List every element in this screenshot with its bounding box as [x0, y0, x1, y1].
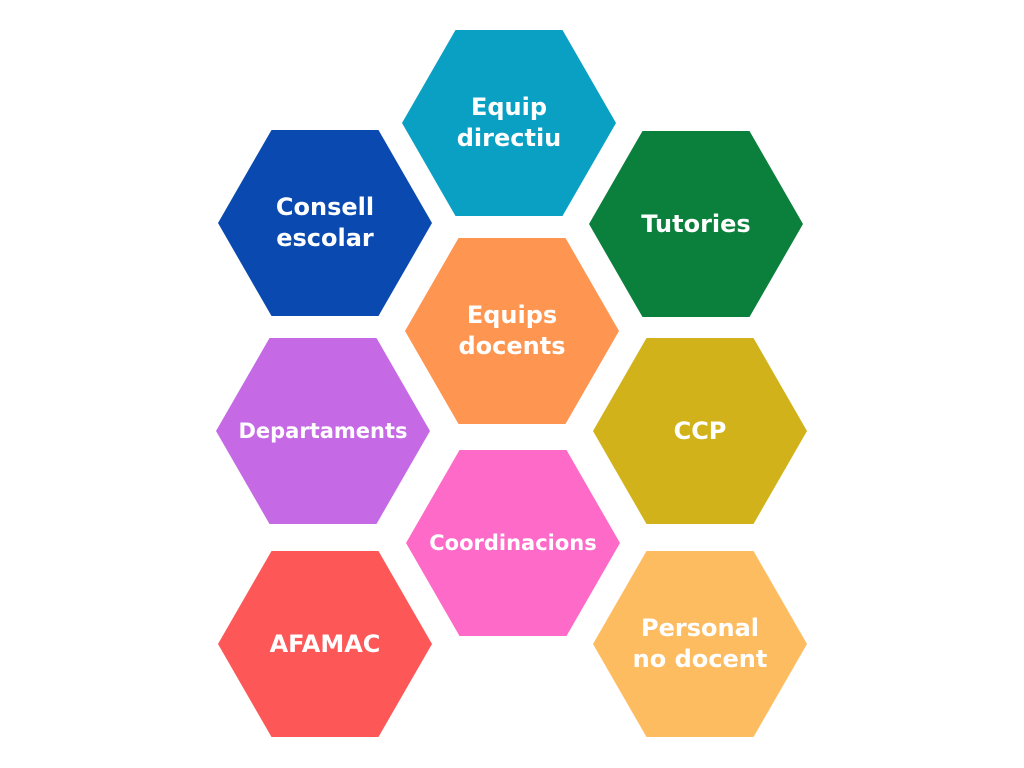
hexagon-equip-directiu[interactable]: Equip directiu	[402, 30, 616, 216]
hexagon-label: Coordinacions	[429, 530, 597, 555]
hexagon-afamac[interactable]: AFAMAC	[218, 551, 432, 737]
hexagon-coordinacions[interactable]: Coordinacions	[406, 450, 620, 636]
hexagon-label: AFAMAC	[269, 629, 381, 658]
hexagon-label: Equips docents	[458, 301, 566, 360]
hexagon-personal-no-docent[interactable]: Personal no docent	[593, 551, 807, 737]
hexagon-label: Equip directiu	[456, 93, 562, 152]
hexagon-consell-escolar[interactable]: Consell escolar	[218, 130, 432, 316]
hexagon-label: CCP	[673, 416, 727, 445]
hexagon-label: Departaments	[238, 418, 408, 443]
hexagon-ccp[interactable]: CCP	[593, 338, 807, 524]
hexagon-label: Consell escolar	[275, 193, 375, 252]
hexagon-equips-docents[interactable]: Equips docents	[405, 238, 619, 424]
hexagon-departaments[interactable]: Departaments	[216, 338, 430, 524]
hexagon-label: Personal no docent	[632, 614, 768, 673]
hexagon-label: Tutories	[641, 209, 751, 238]
hexagon-tutories[interactable]: Tutories	[589, 131, 803, 317]
